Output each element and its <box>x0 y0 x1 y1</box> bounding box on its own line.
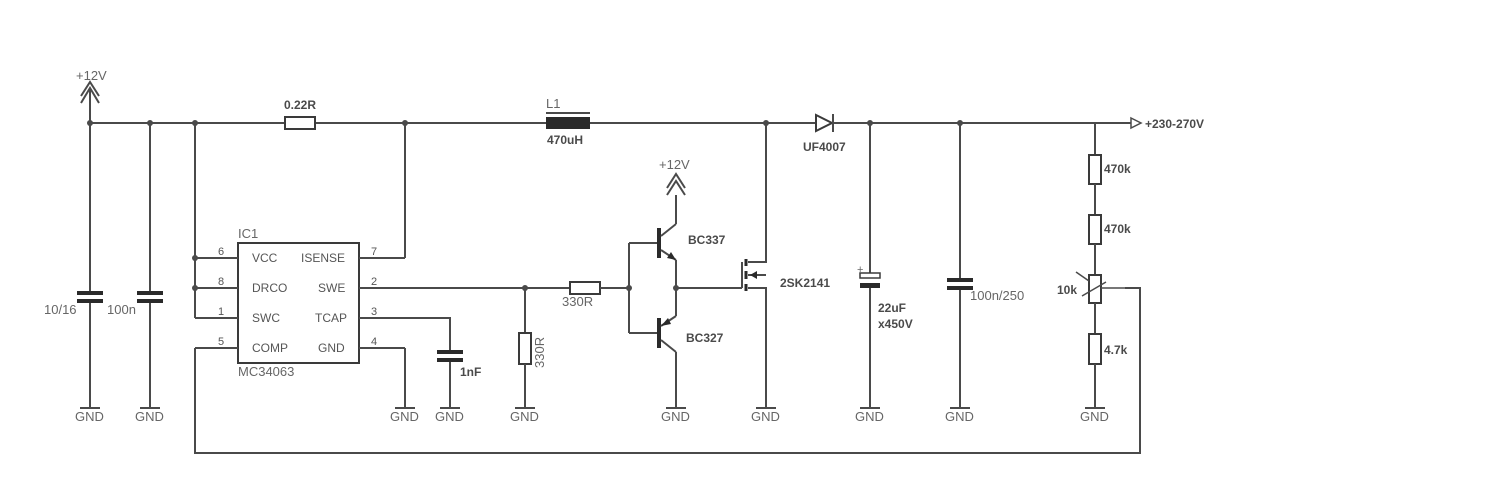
pin-name-tcap: TCAP <box>315 311 347 325</box>
ic-mc34063: IC1 MC34063 6 8 1 5 VCC DRCO SWC COMP 7 … <box>195 226 405 379</box>
gnd-label-3: GND <box>390 409 419 424</box>
pin-num-3: 3 <box>371 306 377 318</box>
mosfet-2sk2141: 2SK2141 GND <box>741 123 830 424</box>
output-label: +230-270V <box>1145 117 1204 131</box>
cap-100n-250-label: 100n/250 <box>970 288 1024 303</box>
gnd-label-9: GND <box>945 409 974 424</box>
gnd-label-1: GND <box>75 409 104 424</box>
resistor-0-22r: 0.22R <box>284 98 316 130</box>
pin-name-swe: SWE <box>318 281 345 295</box>
capacitor-100n-input: 100n GND <box>107 123 164 424</box>
gnd-label-10: GND <box>1080 409 1109 424</box>
vcc-driver-symbol: +12V <box>659 157 690 196</box>
ic-gnd: GND <box>390 348 419 424</box>
resistor-330r-pulldown: 330R GND <box>510 288 547 424</box>
pin-name-vcc: VCC <box>252 251 278 265</box>
pin-name-isense: ISENSE <box>301 251 345 265</box>
ic-supply-rail <box>192 123 198 318</box>
diode-label: UF4007 <box>803 140 846 154</box>
resistor-0-22r-label: 0.22R <box>284 98 316 112</box>
drive-line: 330R <box>405 281 632 309</box>
pin-num-1: 1 <box>218 306 224 318</box>
pin-num-5: 5 <box>218 336 224 348</box>
pin-num-7: 7 <box>371 246 377 258</box>
bc327-label: BC327 <box>686 331 724 345</box>
inductor-value: 470uH <box>547 133 583 147</box>
cap-100n-label: 100n <box>107 302 136 317</box>
pin-name-comp: COMP <box>252 341 288 355</box>
pin-name-swc: SWC <box>252 311 280 325</box>
inductor-ref: L1 <box>546 96 560 111</box>
transistor-bc327: BC327 GND <box>657 315 724 424</box>
pin-num-4: 4 <box>371 336 377 348</box>
resistor-470k-2-label: 470k <box>1104 222 1131 236</box>
gnd-label-5: GND <box>510 409 539 424</box>
inductor-l1: L1 470uH <box>546 96 590 147</box>
feedback-wire <box>194 287 1141 454</box>
pin-num-8: 8 <box>218 276 224 288</box>
gate-drive-net <box>673 260 742 316</box>
bc337-label: BC337 <box>688 233 726 247</box>
cap-22uf-rating: x450V <box>878 317 913 331</box>
gnd-label-4: GND <box>435 409 464 424</box>
transistor-bc337: BC337 <box>657 195 726 261</box>
ic-ref: IC1 <box>238 226 258 241</box>
capacitor-22uf: + 22uF x450V GND <box>855 123 913 424</box>
capacitor-100n-250: 100n/250 GND <box>945 123 1024 424</box>
resistor-4-7k-label: 4.7k <box>1104 343 1128 357</box>
mosfet-label: 2SK2141 <box>780 276 830 290</box>
pot-10k-label: 10k <box>1057 283 1077 297</box>
resistor-330r-base-label: 330R <box>562 294 593 309</box>
diode-uf4007: UF4007 <box>803 113 846 154</box>
resistor-330r-pulldown-label: 330R <box>532 337 547 368</box>
voltage-divider: 470k 470k 10k 4.7k GND <box>1057 154 1131 424</box>
gnd-label-8: GND <box>855 409 884 424</box>
vcc-driver-label: +12V <box>659 157 690 172</box>
vcc-input-label: +12V <box>76 68 107 83</box>
gnd-label-2: GND <box>135 409 164 424</box>
vcc-input-symbol: +12V <box>76 68 107 123</box>
capacitor-1nf: 1nF GND <box>405 317 481 424</box>
ic-part: MC34063 <box>238 364 294 379</box>
pin-num-6: 6 <box>218 246 224 258</box>
pin-num-2: 2 <box>371 276 377 288</box>
cap-1nf-label: 1nF <box>460 365 481 379</box>
cap-10-16-label: 10/16 <box>44 302 77 317</box>
pin-name-gnd: GND <box>318 341 345 355</box>
gnd-label-6: GND <box>661 409 690 424</box>
cap-polarity-mark: + <box>857 264 863 276</box>
gnd-label-7: GND <box>751 409 780 424</box>
resistor-470k-1-label: 470k <box>1104 162 1131 176</box>
top-rail <box>90 122 1131 155</box>
cap-22uf-value: 22uF <box>878 301 906 315</box>
pin-name-drco: DRCO <box>252 281 287 295</box>
capacitor-10-16: 10/16 GND <box>44 123 104 424</box>
output-terminal: +230-270V <box>1130 116 1204 131</box>
